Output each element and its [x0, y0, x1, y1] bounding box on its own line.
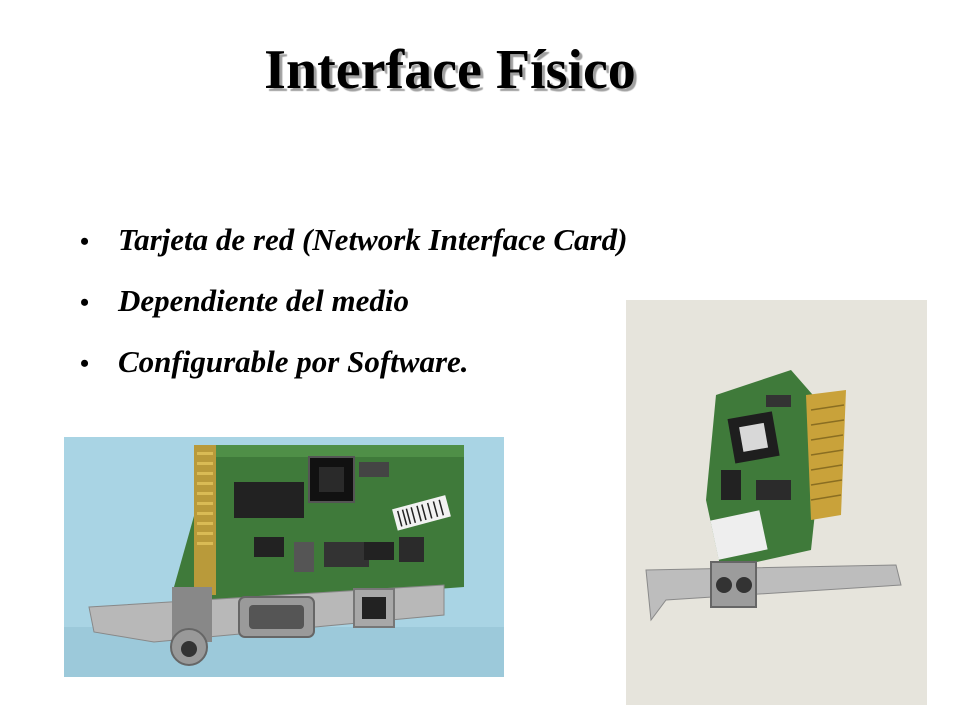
bullet-item: • Configurable por Software.	[80, 334, 627, 395]
bullet-list: • Tarjeta de red (Network Interface Card)…	[80, 212, 627, 395]
bullet-text: Configurable por Software.	[118, 344, 469, 379]
network-card-pci-fiber-icon	[626, 300, 927, 705]
bullet-marker: •	[80, 349, 90, 378]
bullet-marker: •	[80, 288, 90, 317]
bullet-marker: •	[80, 227, 90, 256]
bullet-text: Tarjeta de red (Network Interface Card)	[118, 222, 628, 257]
network-card-isa-photo	[64, 437, 504, 677]
network-card-isa-icon	[64, 437, 504, 677]
slide-title: Interface Físico	[264, 39, 636, 101]
bullet-text: Dependiente del medio	[118, 283, 409, 318]
network-card-pci-fiber-photo	[626, 300, 927, 705]
bullet-item: • Dependiente del medio	[80, 273, 627, 334]
bullet-item: • Tarjeta de red (Network Interface Card)	[80, 212, 627, 273]
